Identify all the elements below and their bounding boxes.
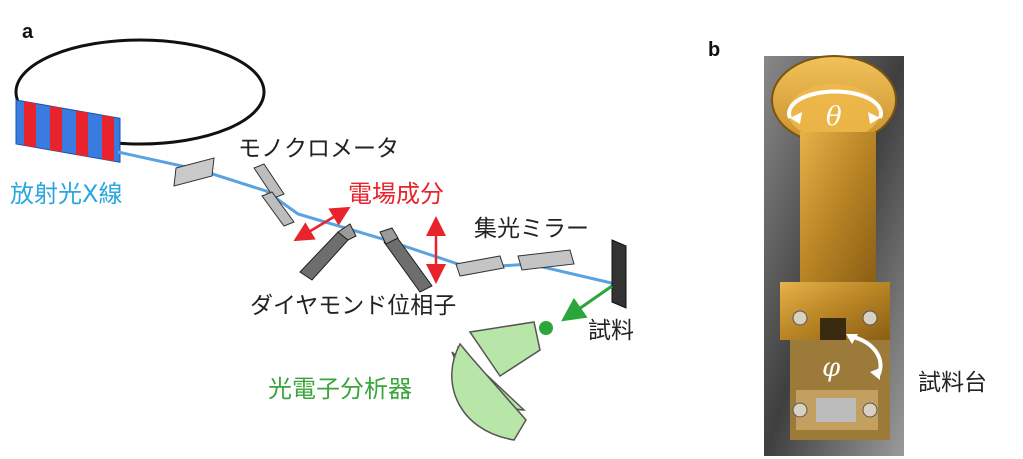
- undulator: [15, 99, 121, 163]
- panel-a-letter: a: [22, 21, 34, 43]
- sample-plate: [611, 239, 627, 309]
- sample-stage-photo: [764, 55, 904, 456]
- phase-retarder-2: [383, 235, 433, 293]
- theta-rotation-arrow: [787, 89, 883, 119]
- electron-analyzer: [451, 321, 541, 441]
- panel-b-letter: b: [708, 39, 721, 61]
- label-monochromator: モノクロメータ: [238, 136, 399, 162]
- monochromator-crystal-2a: [253, 163, 285, 199]
- photoelectron-arrow: [561, 284, 613, 322]
- label-mirror: 集光ミラー: [474, 216, 589, 242]
- label-theta: θ: [826, 102, 842, 132]
- label-xray: 放射光X線: [10, 180, 123, 208]
- focusing-mirror-2: [517, 249, 575, 271]
- phase-retarder-1: [299, 231, 349, 281]
- phase-retarder-2-top: [379, 227, 399, 245]
- efield-arrow-diagonal: [293, 206, 351, 242]
- label-phi: φ: [822, 353, 841, 383]
- label-sample-stage: 試料台: [918, 370, 987, 396]
- label-sample: 試料: [588, 318, 634, 344]
- focusing-mirror-1: [455, 255, 505, 277]
- monochromator-crystal-1: [173, 157, 215, 187]
- label-phase-retarder: ダイヤモンド位相子: [250, 293, 457, 319]
- label-efield: 電場成分: [348, 180, 444, 208]
- label-analyzer: 光電子分析器: [268, 375, 412, 403]
- storage-ring: [14, 38, 266, 146]
- photoelectron-dot: [539, 321, 553, 335]
- phi-rotation-arrow: [847, 334, 883, 377]
